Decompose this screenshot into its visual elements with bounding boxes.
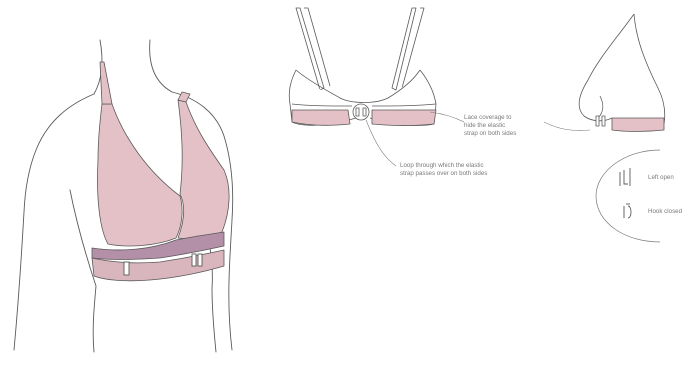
leader-loop-through	[366, 120, 396, 166]
annotation-line: Lace coverage to	[464, 114, 516, 122]
side-band	[612, 118, 664, 132]
side-body-back	[634, 14, 665, 124]
leader-side-view	[544, 122, 590, 131]
loop-hook-b	[363, 108, 366, 116]
bra-side-view-illustration	[579, 14, 665, 132]
annotation-opened-label: Left open	[648, 174, 674, 182]
bra-main-garment	[92, 62, 229, 281]
right-strap	[178, 92, 190, 102]
right-cup	[178, 100, 229, 239]
left-strap	[100, 62, 112, 104]
loop-detail-circle	[353, 104, 369, 120]
side-hook-a	[596, 116, 599, 126]
annotation-lace-coverage: Lace coverage to hide the elastic strap …	[464, 114, 516, 138]
loop-hook-a	[356, 108, 359, 116]
side-cup-front	[579, 14, 634, 121]
side-hook-b	[602, 116, 605, 126]
left-cup	[97, 104, 182, 246]
clip-detail-illustration	[596, 150, 660, 242]
open-clip-icon	[620, 168, 630, 186]
neck-right-line	[150, 40, 172, 92]
torso-left-side	[70, 190, 96, 352]
opened-label-text: Left open	[648, 174, 674, 182]
annotation-line: Loop through which the elastic	[400, 162, 487, 170]
annotation-line: strap passes over on both sides	[400, 170, 487, 178]
bra-back-view-illustration	[289, 8, 436, 126]
closed-clip-icon	[624, 204, 631, 218]
annotation-line: hide the elastic	[464, 122, 516, 130]
annotation-line: strap on both sides	[464, 130, 516, 138]
back-band-left	[292, 110, 350, 125]
left-arm-outline	[14, 94, 94, 350]
side-cup-seam	[598, 96, 603, 118]
annotation-closed-label: Hook closed	[648, 208, 682, 216]
detail-semicircle	[596, 150, 660, 242]
back-band-right	[372, 110, 436, 126]
closed-label-text: Hook closed	[648, 208, 682, 216]
annotation-loop-through: Loop through which the elastic strap pas…	[400, 162, 487, 178]
